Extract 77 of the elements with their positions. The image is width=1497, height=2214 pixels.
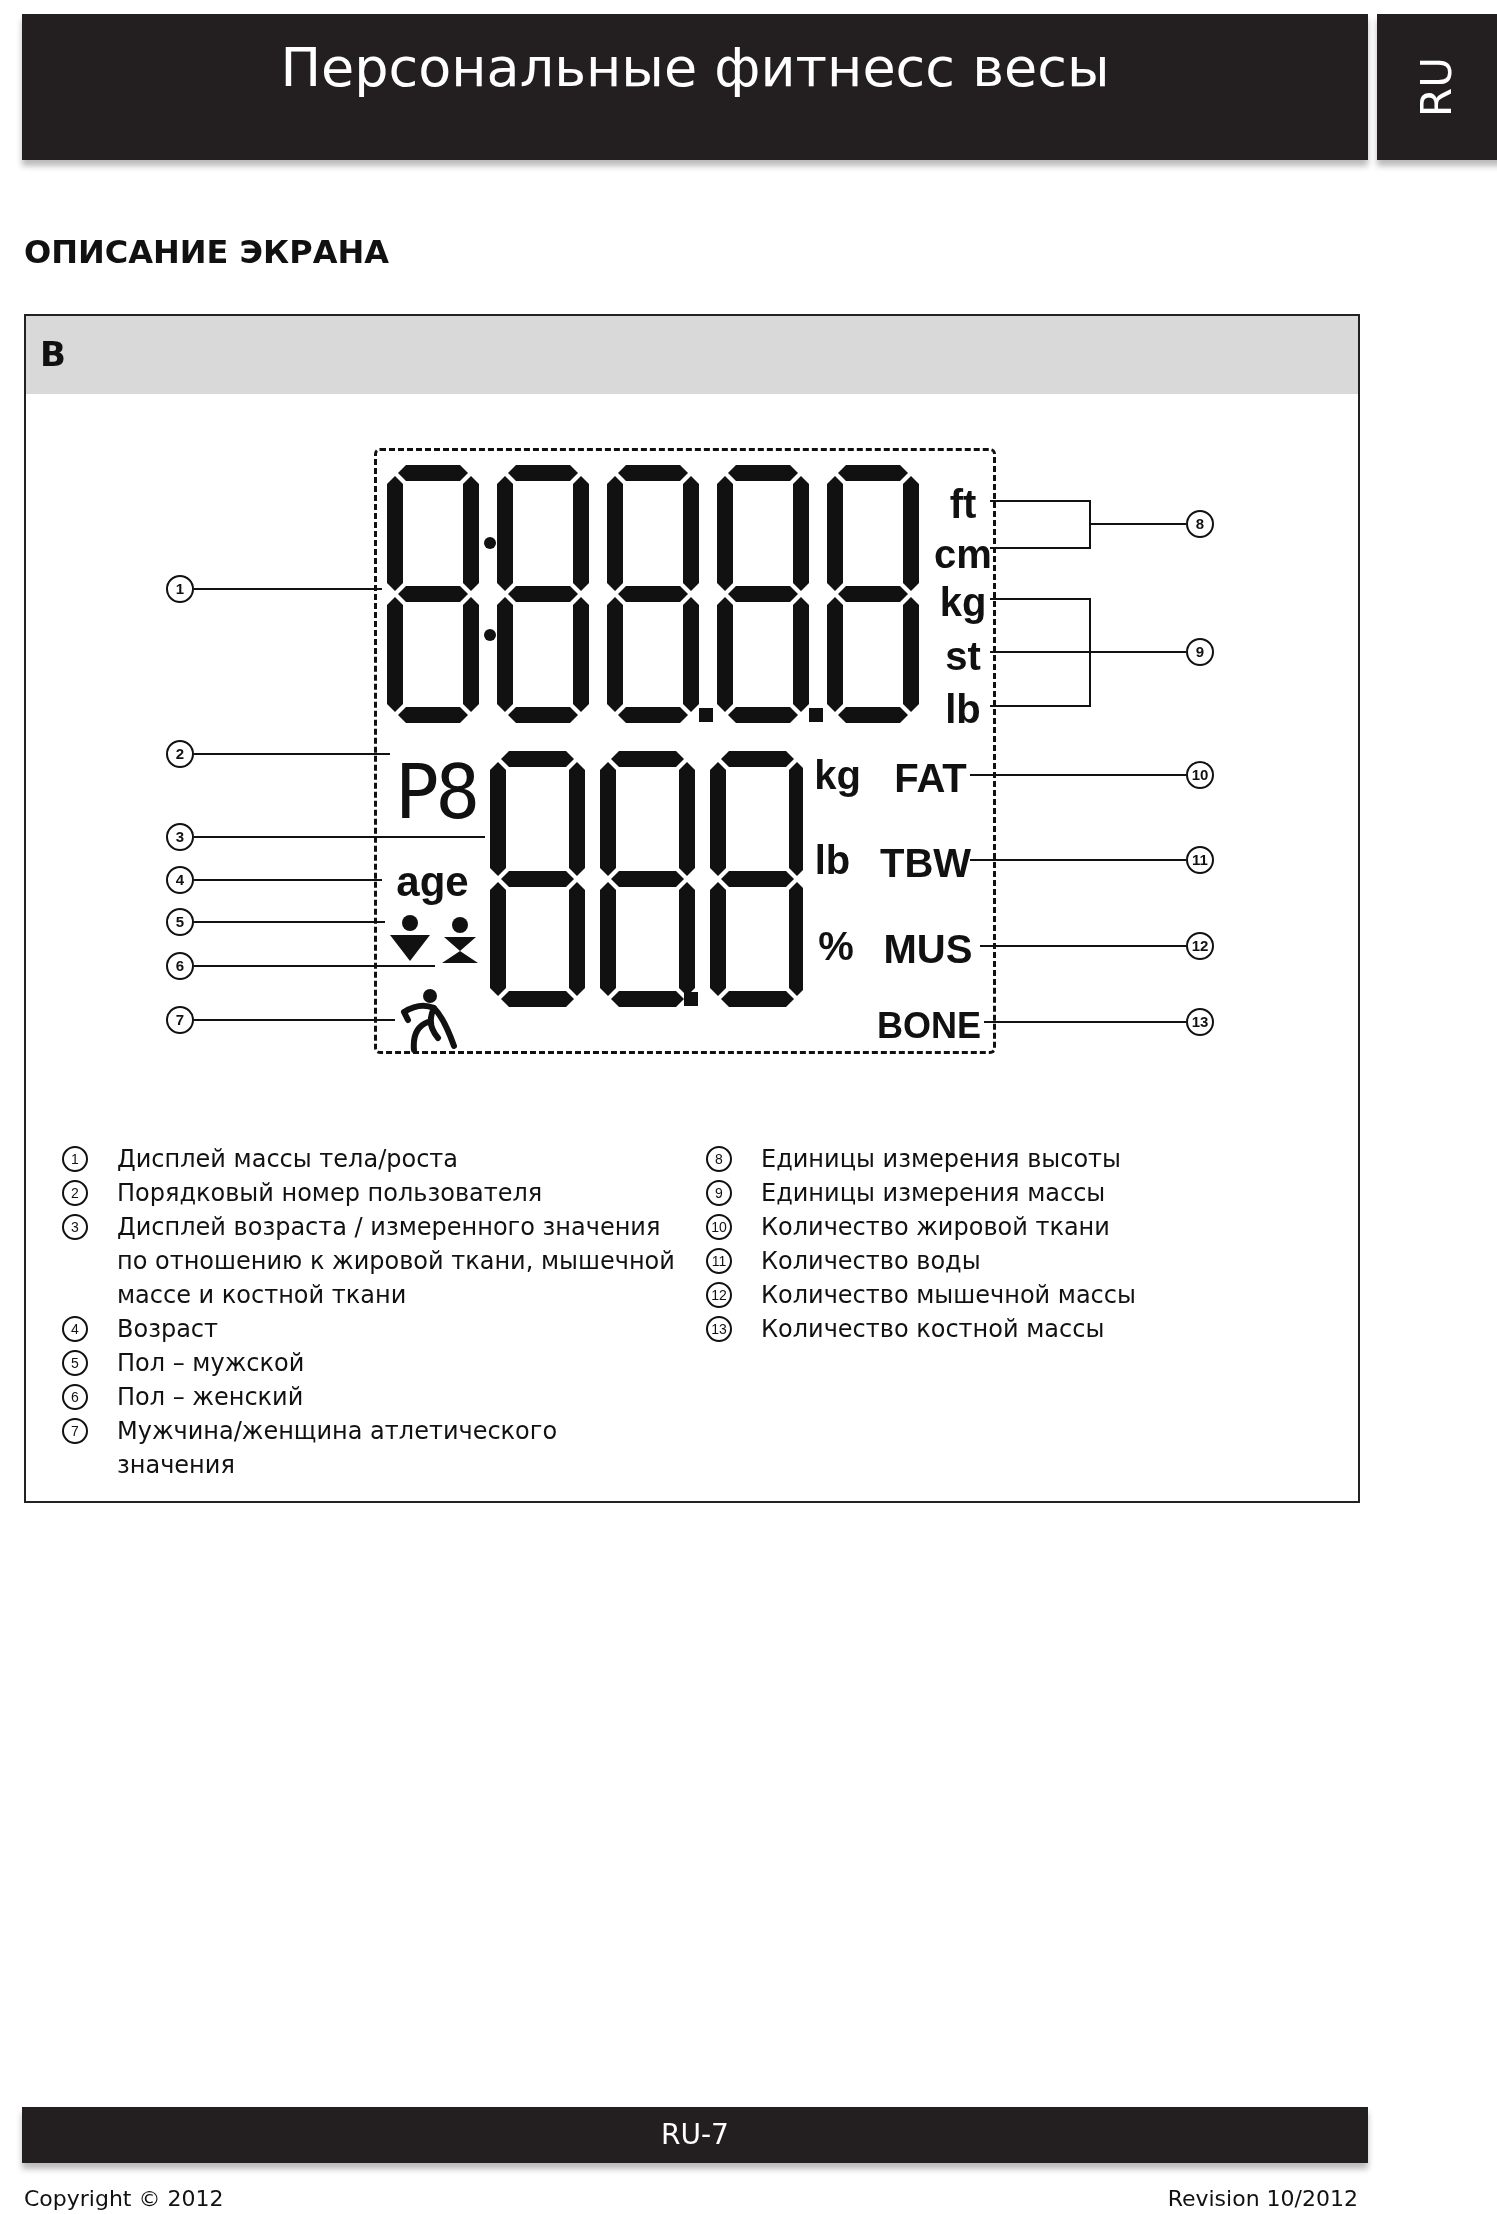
leader-line <box>989 651 1187 707</box>
runner-icon <box>398 988 458 1053</box>
page-number: RU-7 <box>660 2117 730 2153</box>
leader-line <box>989 523 1187 549</box>
figure-letter: B <box>40 334 66 374</box>
legend-text: Порядковый номер пользователя <box>117 1178 544 1209</box>
unit-label: lb <box>933 686 993 732</box>
unit-label: cm <box>933 531 993 571</box>
unit-label: ft <box>933 481 993 527</box>
seven-segment-display <box>488 749 803 1009</box>
unit-label: % <box>817 923 855 969</box>
legend-text: Количество воды <box>761 1246 982 1277</box>
callout-number: 6 <box>166 952 194 980</box>
callout-number: 7 <box>166 1006 194 1034</box>
segment-text: P8 <box>393 748 478 836</box>
leader-line <box>193 588 383 590</box>
callout-number: 6 <box>62 1384 88 1410</box>
leader-line <box>983 1021 1187 1023</box>
language-code: RU <box>1412 57 1462 117</box>
unit-label: kg <box>933 579 993 625</box>
legend-text: Дисплей возраста / измеренного значения по отношению к жировой ткани, мышечной массе и костной ткани <box>117 1212 676 1311</box>
callout-number: 5 <box>62 1350 88 1376</box>
callout-number: 12 <box>1186 932 1214 960</box>
callout-number: 10 <box>706 1214 732 1240</box>
leader-line <box>193 921 386 923</box>
unit-label: FAT <box>888 755 973 801</box>
leader-line <box>193 753 391 755</box>
unit-label: MUS <box>873 926 983 972</box>
legend-text: Пол – мужской <box>117 1348 306 1379</box>
lcd-frame <box>374 448 996 1054</box>
legend-text: Единицы измерения массы <box>761 1178 1107 1209</box>
leader-line <box>193 965 436 967</box>
leader-line <box>969 774 1187 776</box>
callout-number: 1 <box>166 575 194 603</box>
unit-label: lb <box>813 837 852 883</box>
callout-number: 3 <box>62 1214 88 1240</box>
unit-label: age <box>385 858 480 908</box>
legend-text: Возраст <box>117 1314 220 1345</box>
leader-line <box>193 836 486 838</box>
callout-number: 10 <box>1186 761 1214 789</box>
callout-number: 5 <box>166 908 194 936</box>
legend-text: Дисплей массы тела/роста <box>117 1144 460 1175</box>
callout-number: 8 <box>706 1146 732 1172</box>
callout-number: 2 <box>166 740 194 768</box>
leader-line <box>979 945 1187 947</box>
callout-number: 11 <box>706 1248 732 1274</box>
unit-label: kg <box>813 752 862 798</box>
leader-line <box>193 879 383 881</box>
callout-number: 9 <box>1186 638 1214 666</box>
leader-line <box>969 859 1187 861</box>
unit-label: st <box>933 633 993 677</box>
callout-number: 4 <box>166 866 194 894</box>
legend-text: Количество жировой ткани <box>761 1212 1111 1243</box>
section-heading: ОПИСАНИЕ ЭКРАНА <box>24 232 389 272</box>
leader-line <box>193 1019 396 1021</box>
legend-text: Единицы измерения высоты <box>761 1144 1123 1175</box>
copyright-text: Copyright © 2012 <box>24 2185 224 2213</box>
legend-text: Количество костной массы <box>761 1314 1106 1345</box>
unit-label: TBW <box>878 840 973 886</box>
male-icon <box>388 913 433 963</box>
title: Персональные фитнесс весы <box>279 36 1111 100</box>
callout-number: 8 <box>1186 510 1214 538</box>
callout-number: 4 <box>62 1316 88 1342</box>
legend-text: Количество мышечной массы <box>761 1280 1137 1311</box>
revision-text: Revision 10/2012 <box>1166 2185 1358 2213</box>
callout-number: 7 <box>62 1418 88 1444</box>
legend-text: Пол – женский <box>117 1382 305 1413</box>
unit-label: BONE <box>871 1003 987 1047</box>
callout-number: 12 <box>706 1282 732 1308</box>
callout-number: 9 <box>706 1180 732 1206</box>
callout-number: 11 <box>1186 846 1214 874</box>
callout-number: 2 <box>62 1180 88 1206</box>
callout-number: 13 <box>1186 1008 1214 1036</box>
callout-number: 3 <box>166 823 194 851</box>
callout-number: 13 <box>706 1316 732 1342</box>
callout-number: 1 <box>62 1146 88 1172</box>
legend-text: Мужчина/женщина атлетического значения <box>117 1416 559 1481</box>
